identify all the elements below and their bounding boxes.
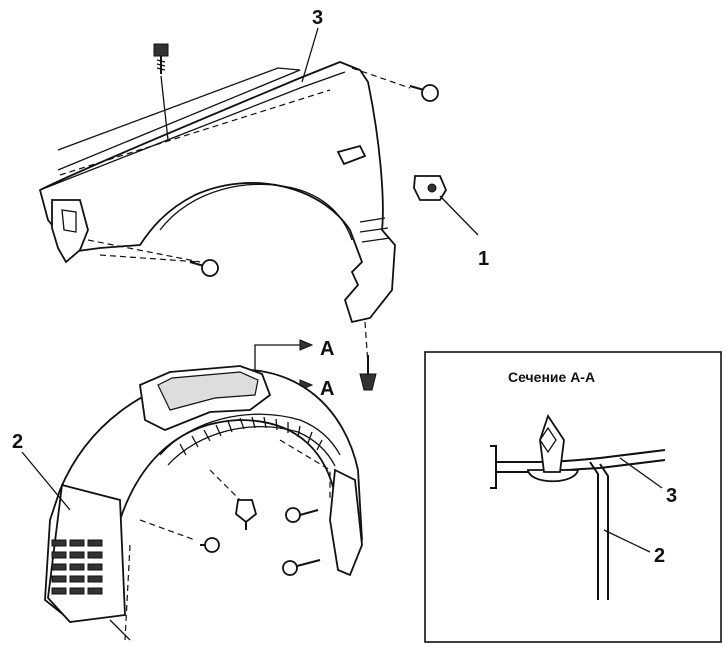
- section-label-2: A: [320, 378, 334, 400]
- lower-front-bolt-icon: [189, 259, 219, 277]
- section-inset-title: Сечение А-А: [508, 369, 595, 385]
- liner-bolt-lower-icon: [282, 559, 321, 576]
- rear-top-bolt-icon: [351, 67, 439, 102]
- liner-clip-center-icon: [235, 499, 258, 530]
- section-label-liner: 2: [654, 545, 665, 567]
- lower-rear-bolt-icon: [359, 321, 377, 391]
- section-inset-frame: [424, 351, 722, 643]
- liner-leader: [21, 451, 71, 511]
- liner-bolt-upper-icon: [285, 507, 319, 523]
- liner-clip-left-icon: [200, 537, 220, 553]
- label-fender: 3: [312, 7, 323, 29]
- section-inset: Сечение А-А 3 2: [424, 351, 722, 643]
- wheel-liner: [44, 365, 363, 641]
- fender-leader: [301, 27, 319, 83]
- section-arrow-top: [254, 339, 314, 370]
- label-clip: 1: [478, 248, 489, 270]
- liner-ribs: [179, 416, 323, 456]
- liner-grille-slots: [51, 539, 103, 595]
- front-fender: [38, 61, 396, 324]
- label-liner: 2: [12, 431, 23, 453]
- section-label-1: A: [320, 338, 334, 360]
- top-bolt-icon: [153, 43, 169, 141]
- clip-icon: [413, 175, 479, 236]
- section-label-fender: 3: [666, 485, 677, 507]
